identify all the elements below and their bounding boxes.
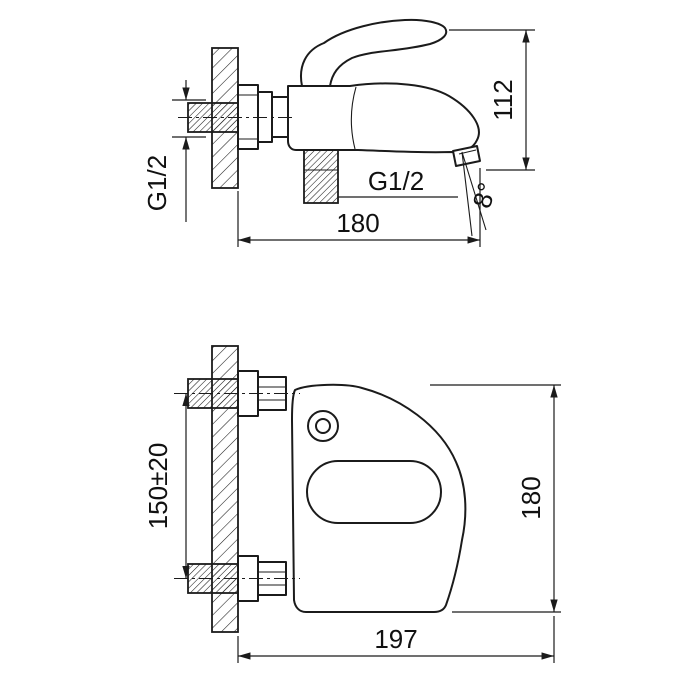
handle-lever-side [300, 18, 448, 87]
dim-112-extension-lines [449, 29, 535, 171]
dim-112-label: 112 [488, 79, 518, 120]
label-wall-thread: G1/2 [142, 80, 206, 222]
faucet-body-side [287, 82, 480, 154]
nut-facets-top [258, 386, 286, 401]
spout-angle: 8° [461, 151, 502, 237]
dim-112: 112 [449, 29, 535, 171]
wall-thread-label: G1/2 [142, 155, 172, 211]
dim-180-height-label: 180 [516, 476, 546, 519]
dim-150: 150±20 [143, 393, 190, 579]
side-view: 112 180 G1/2 G1/2 8° [142, 18, 535, 247]
nut-facets-bottom [258, 571, 286, 586]
front-view: 150±20 180 197 [143, 345, 561, 663]
nut-facet-lines [238, 94, 258, 140]
dim-150-label: 150±20 [143, 443, 173, 530]
dim-180-depth: 180 [237, 168, 481, 247]
pipe-centerlines-front [174, 393, 300, 579]
body-oval-recess [306, 460, 442, 524]
label-outlet-thread: G1/2 [338, 166, 458, 198]
angle-lines [461, 151, 487, 237]
body-cartridge-line [350, 86, 357, 150]
diverter-knob-inner [315, 418, 331, 434]
dim-197: 197 [237, 616, 555, 663]
shower-outlet-stub [303, 149, 339, 204]
dim-180-height: 180 [430, 384, 561, 613]
dim-180h-extension-lines [430, 384, 561, 613]
outlet-thread-label: G1/2 [368, 166, 424, 196]
dim-180-depth-label: 180 [336, 208, 379, 238]
spout-angle-label: 8° [466, 179, 502, 212]
dim-197-label: 197 [374, 624, 417, 654]
